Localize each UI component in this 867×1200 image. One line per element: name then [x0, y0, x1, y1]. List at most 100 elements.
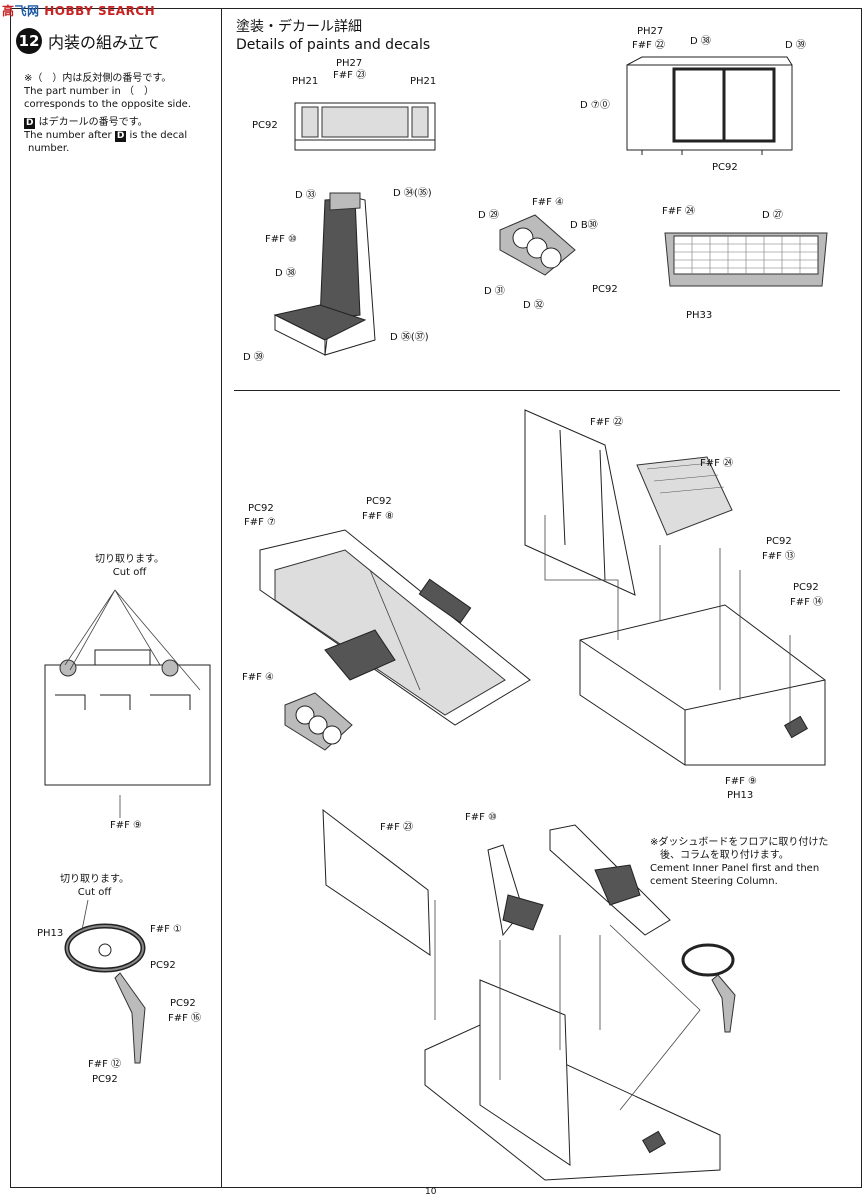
label-ph13a: PH13: [727, 790, 754, 801]
label-ff24a: F#F ㉔: [662, 206, 696, 217]
note-paren-jp: ※（ ）内は反対側の番号です。: [24, 73, 172, 84]
page-frame: [10, 8, 862, 1188]
label-d27: D ㉗: [762, 210, 783, 221]
label-d39: D ㊴: [243, 352, 264, 363]
label-d29: D ㉙: [478, 210, 499, 221]
page-number: 10: [425, 1187, 437, 1197]
label-db30: D B㉚: [570, 220, 598, 231]
grille-drawing: [664, 232, 828, 287]
label-ff8: F#F ⑧: [362, 511, 395, 522]
steering-wheel-drawing: [64, 923, 146, 1064]
note-paren-en-2: corresponds to the opposite side.: [24, 99, 191, 110]
details-title: 塗装・デカール詳細 Details of paints and decals: [236, 18, 430, 54]
label-ff4b: F#F ④: [242, 672, 275, 683]
label-ff10a: F#F ⑩: [265, 234, 298, 245]
label-ff7: F#F ⑦: [244, 517, 277, 528]
label-d36: D ㊱(㊲): [390, 332, 429, 343]
decal-icon: D: [24, 118, 36, 129]
label-ph21a: PH21: [292, 76, 319, 87]
grille-2-drawing: [636, 456, 733, 536]
step-number: 12: [16, 28, 42, 54]
label-ph21b: PH21: [410, 76, 437, 87]
label-d69: D ㊴: [785, 40, 806, 51]
note-decal-en-1: The number after: [24, 130, 112, 141]
label-d34: D ㉞(㉟): [393, 188, 432, 199]
label-ff16: F#F ⑯: [168, 1013, 202, 1024]
watermark-blue: 飞网: [14, 4, 40, 18]
dashboard-drawing: [259, 529, 531, 726]
note-decal-en-line: The number after D is the decal: [24, 129, 214, 142]
label-pc92a: PC92: [252, 120, 278, 131]
gauge-cluster-2-drawing: [284, 692, 353, 751]
label-ff9a: F#F ⑨: [725, 776, 758, 787]
label-ff10b: F#F ⑩: [465, 812, 498, 823]
inner-panel-drawing: [322, 808, 431, 956]
label-ph27a: PH27: [336, 58, 363, 69]
cutoff-label-1: 切り取ります。 Cut off: [95, 553, 164, 579]
watermark-logo: 高飞网 HOBBY SEARCH: [2, 2, 155, 19]
cutoff-jp-1: 切り取ります。: [95, 554, 164, 565]
cement-note-en-2: cement Steering Column.: [650, 876, 778, 887]
label-pc92j: PC92: [92, 1074, 118, 1085]
note-decal-jp: はデカールの番号です。: [38, 117, 148, 128]
cutoff-label-2: 切り取ります。 Cut off: [60, 873, 129, 899]
label-d33: D ㉝: [295, 190, 316, 201]
label-ff23b: F#F ㉓: [380, 822, 414, 833]
dashboard-2-drawing: [549, 824, 671, 936]
details-title-en: Details of paints and decals: [236, 37, 431, 53]
label-ph27b: PH27: [637, 26, 664, 37]
label-ph33: PH33: [686, 310, 713, 321]
note-decal-en-3: number.: [28, 143, 70, 154]
note-decal-en-2: is the decal: [129, 130, 188, 141]
cutoff-jp-2: 切り取ります。: [60, 874, 129, 885]
label-ff22a: F#F ㉒: [632, 40, 666, 51]
cement-note: ※ダッシュボードをフロアに取り付けた 後、コラムを取り付けます。 Cement …: [650, 836, 860, 888]
label-d38: D ㊳: [275, 268, 296, 279]
label-ff22b: F#F ㉒: [590, 417, 624, 428]
note-paren-en-1: The part number in （ ）: [24, 86, 154, 97]
decal-icon: D: [114, 131, 127, 142]
label-pc92e: PC92: [366, 496, 392, 507]
note-decal-jp-line: D はデカールの番号です。: [24, 116, 214, 129]
label-d32: D ㉜: [523, 300, 544, 311]
label-d68: D ㊳: [690, 36, 711, 47]
label-ff24b: F#F ㉔: [700, 458, 734, 469]
floor-box-drawing: [579, 604, 826, 766]
steering-wheel-2-drawing: [681, 943, 736, 1033]
floor-panel-drawing: [44, 649, 211, 786]
label-pc92i: PC92: [170, 998, 196, 1009]
cement-note-en-1: Cement Inner Panel first and then: [650, 863, 820, 874]
cement-note-jp-2: 後、コラムを取り付けます。: [660, 850, 789, 861]
watermark-text: HOBBY SEARCH: [44, 4, 156, 18]
label-pc92b: PC92: [712, 162, 738, 173]
label-pc92h: PC92: [150, 960, 176, 971]
label-ff23a: F#F ㉓: [333, 70, 367, 81]
label-ff1: F#F ①: [150, 924, 183, 935]
rear-wall-drawing: [524, 409, 636, 596]
step-header: 12 内装の組み立て: [16, 28, 160, 54]
step-title: 内装の組み立て: [48, 33, 161, 52]
cab-box-drawing: [626, 56, 793, 155]
label-d70: D ⑦⓪: [580, 100, 610, 111]
label-ph13b: PH13: [37, 928, 64, 939]
seat-drawing: [273, 192, 376, 356]
watermark-red: 高: [2, 4, 15, 18]
notes: ※（ ）内は反対側の番号です。 The part number in （ ） c…: [24, 72, 214, 155]
label-d31: D ㉛: [484, 286, 505, 297]
label-pc92c: PC92: [592, 284, 618, 295]
lower-floor-drawing: [424, 979, 721, 1181]
gauge-cluster-drawing: [499, 214, 576, 276]
section-divider: [234, 390, 840, 391]
label-ff13: F#F ⑬: [762, 551, 796, 562]
label-pc92d: PC92: [248, 503, 274, 514]
rear-panel-drawing: [294, 102, 436, 151]
label-ff12: F#F ⑫: [88, 1059, 122, 1070]
label-ff4a: F#F ④: [532, 197, 565, 208]
cement-note-jp-1: ※ダッシュボードをフロアに取り付けた: [650, 837, 829, 848]
cutoff-en-1: Cut off: [112, 567, 147, 578]
label-ff9b: F#F ⑨: [110, 820, 143, 831]
label-ff14: F#F ⑭: [790, 597, 824, 608]
column-divider: [221, 8, 222, 1188]
